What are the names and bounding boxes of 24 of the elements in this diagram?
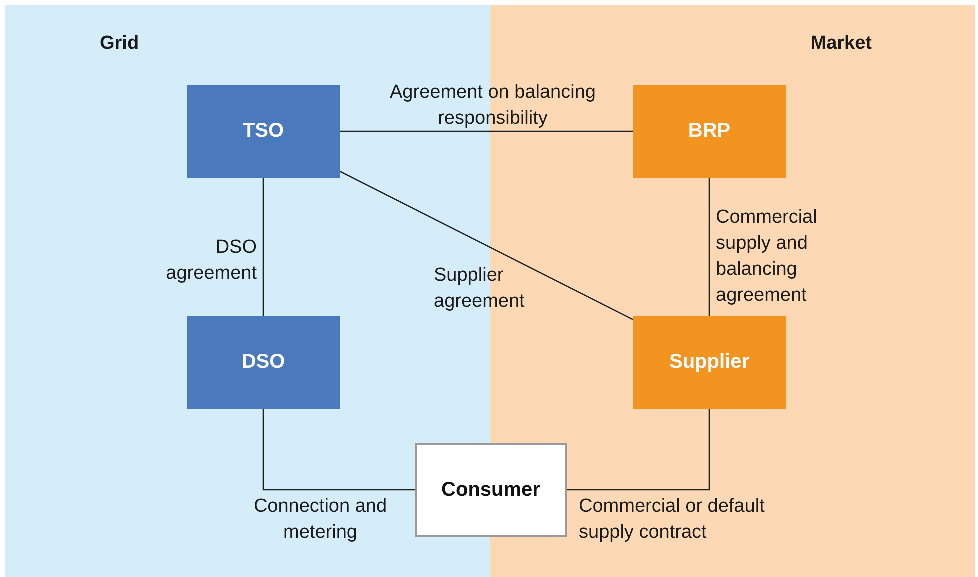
region-heading: Market xyxy=(810,33,872,55)
connector-line xyxy=(262,409,415,491)
box-label: Supplier xyxy=(669,351,750,374)
box-label: TSO xyxy=(242,120,284,143)
process-box xyxy=(415,443,567,537)
connector-line xyxy=(567,409,710,491)
edge-label: Supplier agreement xyxy=(434,264,526,314)
box-label: Consumer xyxy=(442,478,540,502)
edge-label: Connection and metering xyxy=(252,495,388,545)
edge-label: Commercial supply and balancing agreement xyxy=(716,206,818,308)
box-label: BRP xyxy=(688,120,731,143)
connector-line xyxy=(340,170,634,320)
connector-line xyxy=(262,178,264,316)
process-box xyxy=(187,85,340,178)
process-box xyxy=(633,316,786,409)
box-label: DSO xyxy=(242,351,286,374)
connector-line xyxy=(340,130,633,132)
process-box xyxy=(633,85,786,178)
edge-label: Agreement on balancing responsibility xyxy=(389,81,597,131)
region-heading: Grid xyxy=(100,33,140,55)
edge-label: Commercial or default supply contract xyxy=(579,495,766,545)
edge-label: DSO agreement xyxy=(165,236,257,286)
process-box xyxy=(187,316,340,409)
connector-line xyxy=(708,178,710,316)
